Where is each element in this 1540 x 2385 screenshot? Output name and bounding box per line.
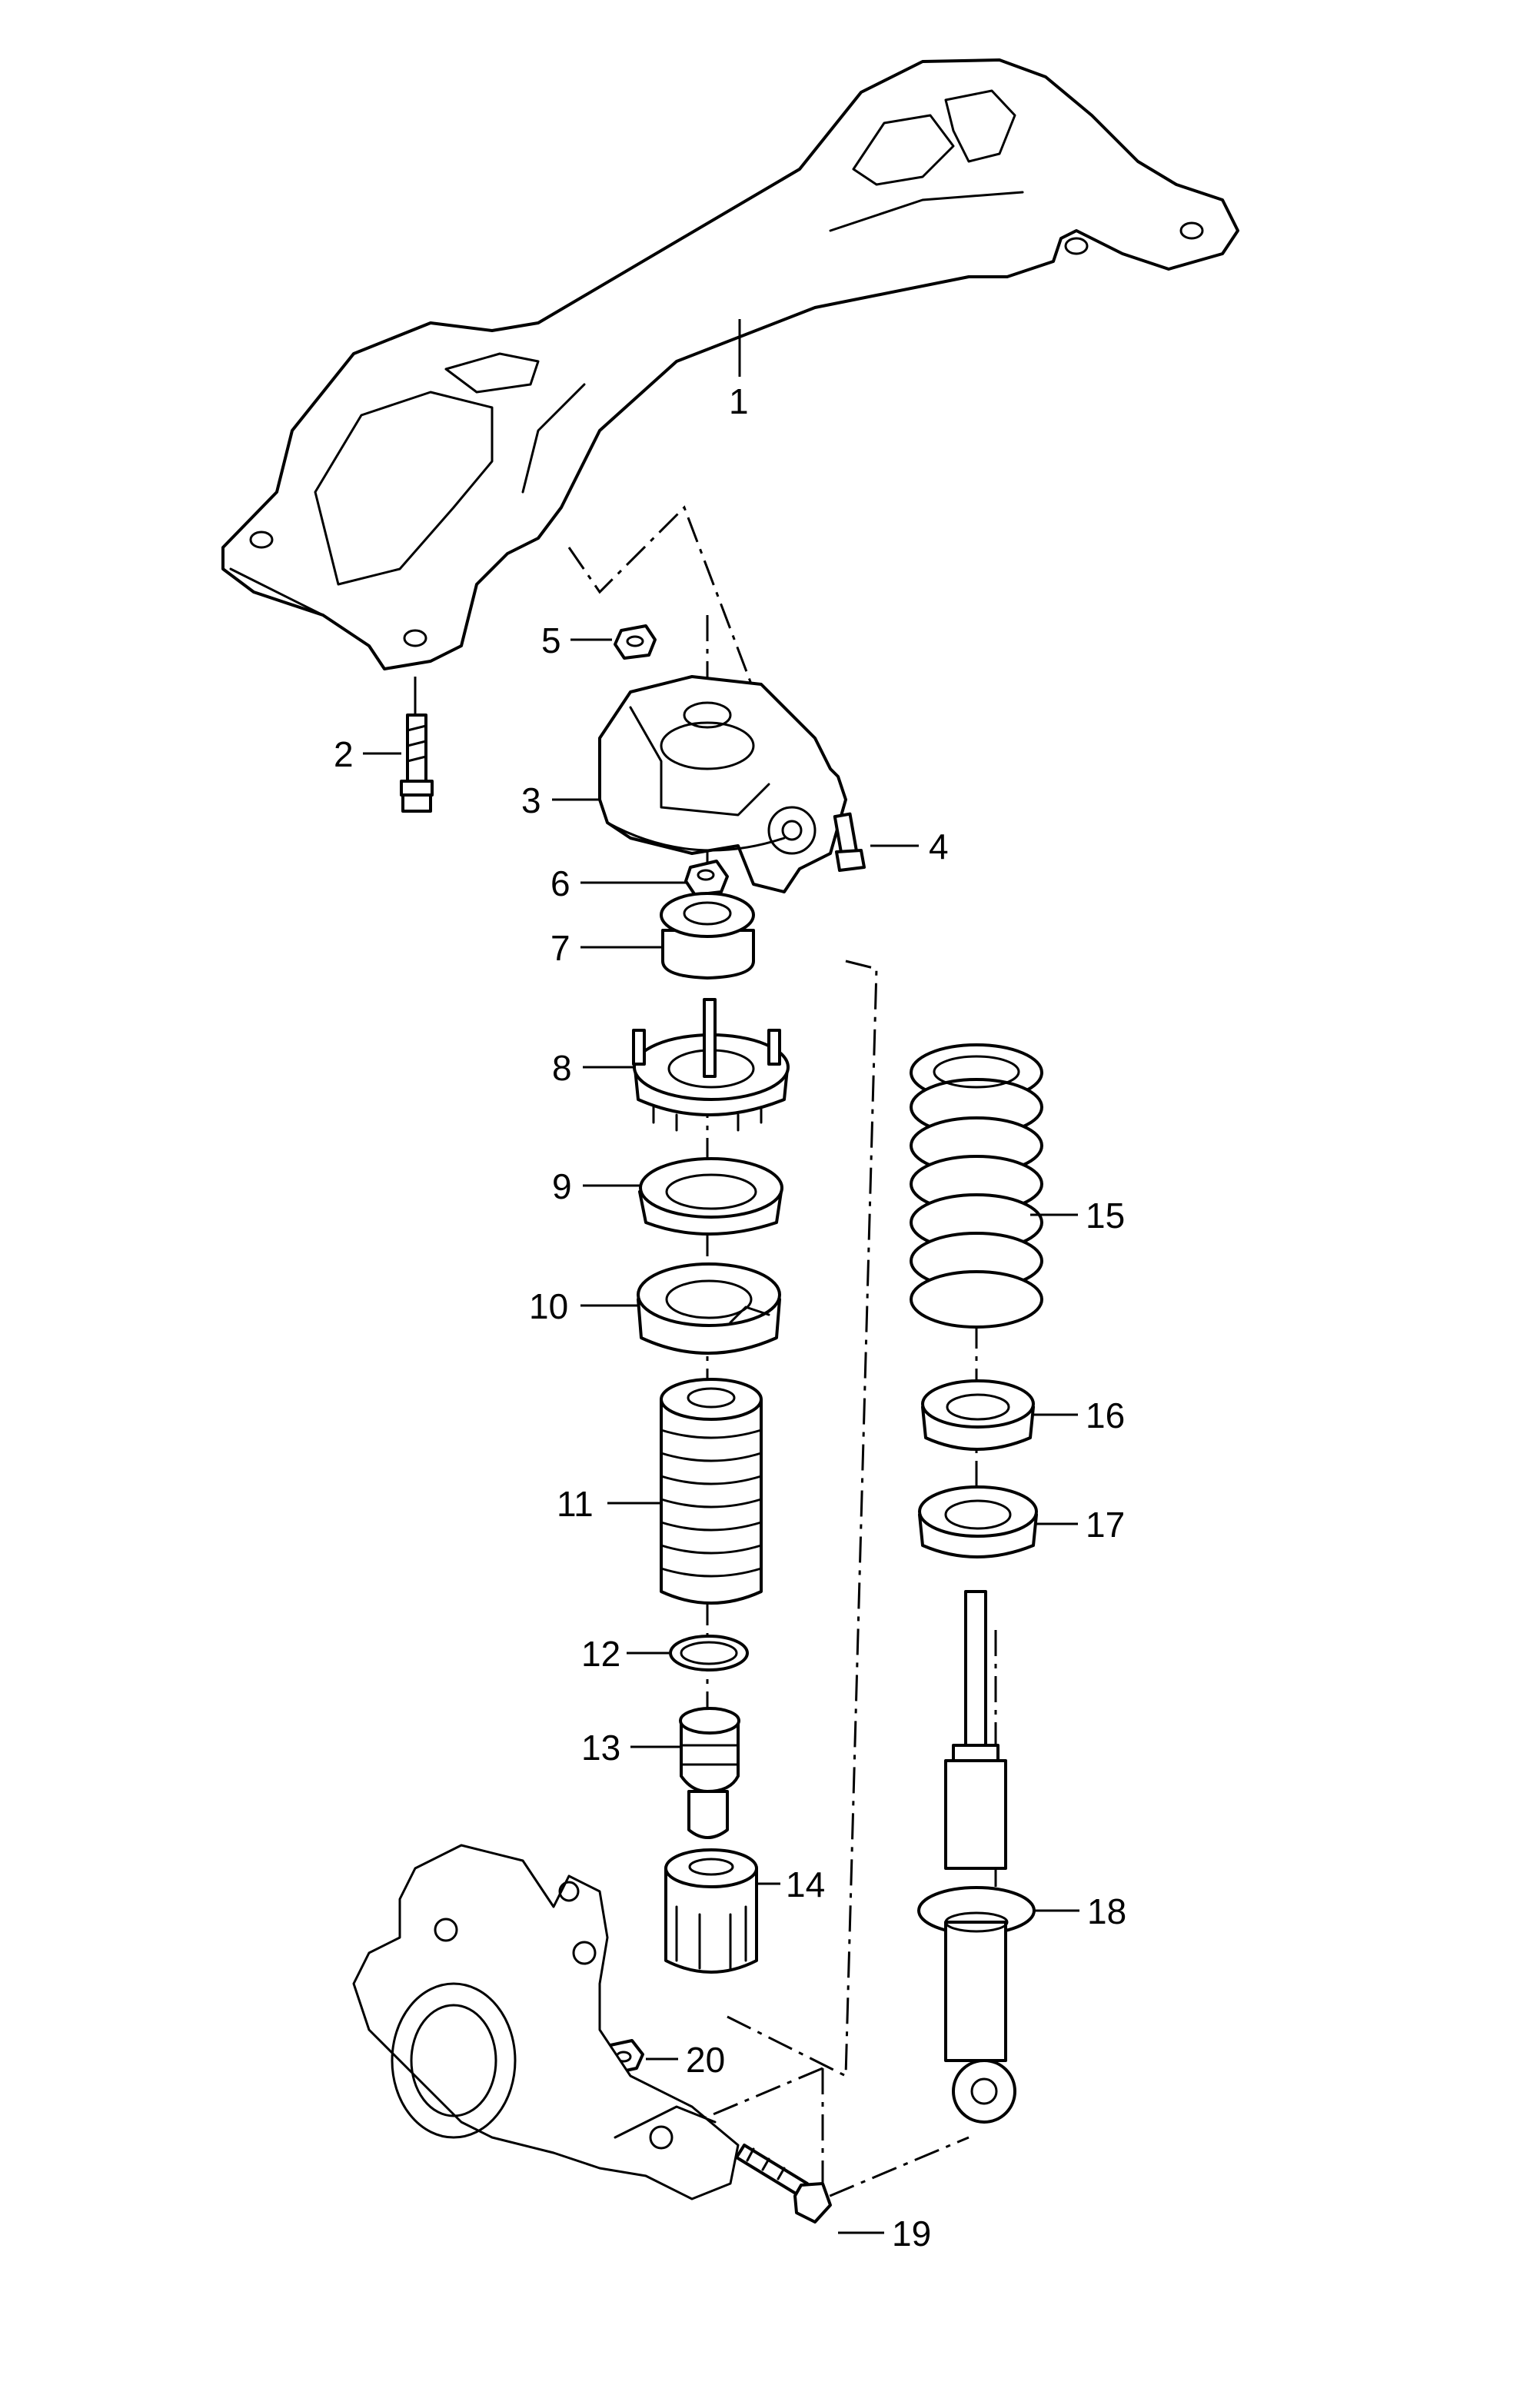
callout-18: 18 (1087, 1891, 1126, 1931)
part-14-cap (664, 1848, 758, 1974)
callout-20: 20 (686, 2040, 725, 2080)
part-7-bushing (660, 892, 755, 980)
callout-1: 1 (729, 381, 749, 421)
callout-4: 4 (929, 827, 949, 867)
callout-13: 13 (581, 1728, 620, 1768)
callout-14: 14 (786, 1864, 825, 1904)
callout-12: 12 (581, 1634, 620, 1674)
part-11-bellows (660, 1378, 763, 1605)
part-18-shock-absorber (917, 1590, 1036, 2124)
callout-labels: 1 2 3 4 5 6 7 8 9 10 11 12 13 14 15 16 1… (334, 381, 1126, 2254)
callout-10: 10 (529, 1286, 568, 1326)
part-12-retaining-ring (669, 1635, 749, 1671)
callout-3: 3 (521, 780, 541, 820)
part-8-spring-seat-upper (632, 998, 790, 1132)
callout-11: 11 (557, 1484, 594, 1524)
callout-19: 19 (892, 2214, 931, 2254)
part-6-nut (684, 860, 729, 896)
part-4-bolt (833, 812, 866, 872)
part-9-isolator (638, 1157, 783, 1236)
part-2-bolt (400, 714, 434, 813)
part-13-bump-stop (679, 1707, 740, 1839)
callout-16: 16 (1086, 1395, 1125, 1435)
wheel-carrier-ghost (352, 1844, 740, 2200)
part-1-strut-brace (221, 58, 1239, 670)
part-5-nut (614, 624, 657, 660)
callout-8: 8 (552, 1048, 572, 1088)
callout-5: 5 (541, 620, 561, 660)
part-16-spring-seat-lower (921, 1379, 1035, 1451)
callout-7: 7 (550, 928, 570, 968)
leader-lines (363, 319, 1079, 2234)
part-17-spring-pad (918, 1485, 1038, 1558)
callout-6: 6 (550, 863, 570, 903)
callout-15: 15 (1086, 1196, 1125, 1236)
part-10-spacer (637, 1262, 781, 1355)
part-15-coil-spring (910, 1043, 1043, 1329)
part-3-top-mount (598, 675, 847, 893)
part-19-bolt (735, 2144, 832, 2224)
callout-9: 9 (552, 1166, 572, 1206)
callout-2: 2 (334, 734, 354, 774)
bellows-ribs (660, 1429, 763, 1578)
callout-17: 17 (1086, 1505, 1125, 1545)
